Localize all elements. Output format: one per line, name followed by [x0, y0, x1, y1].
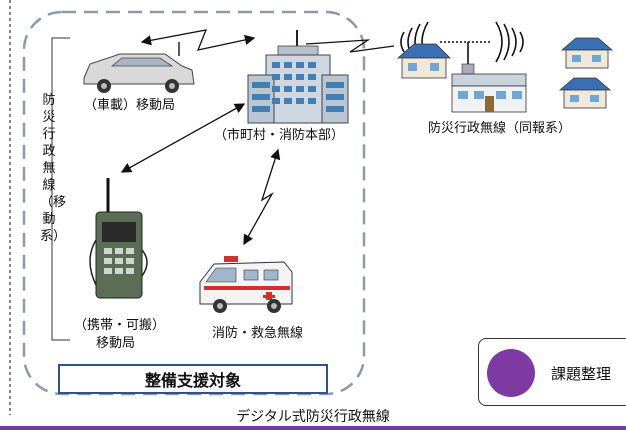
support-target-label: 整備支援対象	[144, 371, 241, 390]
car-icon	[83, 42, 195, 93]
broadcast-system-label: 防災行政無線（同報系）	[428, 121, 572, 136]
hq-label: （市町村・消防本部）	[214, 128, 345, 143]
link-hq-broadcast	[305, 39, 395, 53]
link-car-hq	[140, 29, 256, 51]
bottom-rule	[0, 426, 626, 430]
mobile-system-vertical-label: 防災行政無線（移動系）	[40, 93, 67, 244]
handheld-radio-icon	[89, 178, 148, 299]
fire-rescue-label: 消防・救急無線	[212, 326, 304, 341]
vertical-label-bracket	[51, 37, 70, 341]
mobile-system-area	[22, 10, 366, 396]
support-target-box: 整備支援対象	[58, 364, 328, 394]
purple-dot-icon	[487, 349, 535, 397]
hq-building-icon	[247, 30, 349, 124]
diagram-caption: デジタル式防災行政無線	[236, 409, 390, 425]
portable-station-label-line2: 移動局	[96, 336, 136, 351]
issue-organization-tag[interactable]: 課題整理	[478, 338, 626, 406]
portable-station-label-line1: （携帯・可搬）	[74, 318, 166, 333]
school-building-icon	[451, 63, 527, 113]
issue-organization-label: 課題整理	[551, 365, 612, 383]
link-hq-ambulance	[243, 148, 281, 246]
link-hq-portable	[120, 103, 246, 173]
vehicle-station-label: （車載）移動局	[84, 98, 176, 113]
ambulance-icon	[199, 256, 293, 313]
house-icon	[558, 77, 612, 109]
house-icon	[396, 43, 451, 79]
house-icon	[560, 37, 614, 69]
